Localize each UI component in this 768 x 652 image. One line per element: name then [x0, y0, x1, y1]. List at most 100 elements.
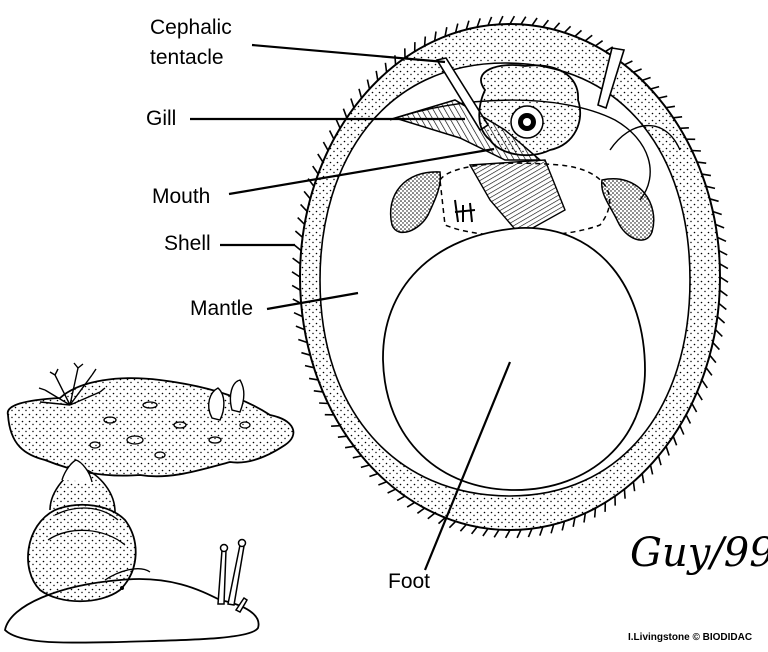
shell-spine [657, 455, 662, 466]
shell-spine [335, 119, 341, 129]
shell-spine [297, 217, 306, 225]
shell-spine [304, 364, 315, 369]
shell-spine [712, 210, 722, 216]
shell-spine [454, 23, 459, 33]
shell-spine [294, 230, 304, 238]
shell-spine [563, 25, 572, 34]
shell-spine [709, 354, 717, 364]
shell-spine [319, 402, 329, 405]
shell-spine [322, 141, 329, 151]
shell-spine [542, 19, 550, 28]
label-cephalic-tentacle-line2: tentacle [150, 46, 224, 69]
label-shell: Shell [164, 232, 211, 255]
shell-spine [516, 529, 522, 539]
shell-spine [696, 391, 703, 401]
image-credit: I.Livingstone © BIODIDAC [628, 632, 753, 643]
shell-spine [701, 173, 712, 177]
shell-spine [487, 16, 493, 26]
shell-spine [498, 15, 504, 25]
shell-spine [718, 249, 728, 256]
leader-lines [190, 43, 512, 571]
shell-spine [697, 161, 707, 164]
shell-spine [714, 329, 723, 337]
shell-spine [493, 529, 500, 538]
shell-spine [369, 472, 379, 478]
shell-spine [291, 271, 301, 278]
artist-signature: Guy/99 [630, 530, 768, 576]
shell-spine [584, 34, 593, 42]
shell-spine [312, 165, 319, 175]
shell-spine [719, 263, 729, 270]
shell-spine [715, 223, 725, 229]
shell-spine [574, 29, 583, 37]
shell-spine [719, 276, 729, 283]
shell-spine [308, 377, 319, 381]
shell-spine [470, 526, 478, 535]
shell-spine [553, 22, 561, 31]
shell-spine [423, 36, 427, 46]
shell-spine [459, 523, 467, 532]
shell-spine [301, 351, 311, 356]
shell-spine [712, 341, 720, 351]
shell-spine [527, 528, 533, 538]
shell-spine [593, 508, 597, 518]
shell-spine [387, 488, 396, 494]
shell-spine [705, 185, 716, 190]
shell-spine [672, 435, 678, 446]
label-gill: Gill [146, 107, 177, 130]
shell-spine [583, 513, 587, 523]
shell-spine [482, 528, 489, 537]
shell-spine [665, 105, 676, 109]
shell-spine [300, 203, 308, 213]
land-snail-illustration [4, 459, 260, 644]
shell-spine [531, 17, 538, 26]
shell-spine [331, 424, 341, 427]
shell-spine [509, 15, 516, 25]
shell-spine [352, 455, 362, 459]
shell-spine [350, 98, 355, 108]
shell-spine [650, 85, 660, 90]
radula-sketch [454, 199, 476, 223]
shell-spine [295, 325, 305, 331]
label-mantle: Mantle [190, 297, 254, 320]
shell-spine [719, 289, 728, 297]
shell-spine [649, 464, 654, 475]
label-mouth: Mouth [152, 185, 211, 208]
foot-drawing [382, 227, 646, 491]
shell-spine [701, 379, 708, 389]
shell-spine [317, 153, 324, 163]
label-cephalic-tentacle-line1: Cephalic [150, 16, 232, 39]
shell-spine [337, 435, 347, 438]
shell-spine [679, 127, 689, 130]
shell-spine [406, 501, 416, 508]
shell-spine [293, 311, 303, 318]
shell-spine [716, 316, 726, 324]
shell-spine [313, 390, 323, 393]
shell-spine [709, 198, 719, 203]
shell-spine [633, 68, 642, 74]
leader-cephalic-tentacle [251, 43, 446, 64]
shell-spine [366, 79, 371, 90]
shell-spine [292, 257, 301, 265]
shell-spine [448, 520, 457, 529]
shell-spine [427, 512, 436, 520]
shell-spine [623, 489, 626, 499]
shell-spine [375, 70, 379, 81]
shell-spine [342, 108, 348, 119]
nudibranch-illustration [6, 362, 295, 478]
shell-spine [658, 95, 668, 99]
leader-mantle [266, 291, 359, 311]
shell-spine [378, 480, 387, 486]
leader-mouth [228, 147, 495, 196]
shell-spine [624, 60, 633, 66]
shell-spine [291, 284, 301, 291]
shell-spine [641, 473, 645, 484]
shell-spine [437, 517, 446, 525]
shell-spine [465, 20, 470, 30]
label-foot: Foot [388, 570, 431, 593]
shell-spine [344, 445, 355, 449]
shell-spine [691, 403, 698, 413]
snout-mouth [478, 64, 582, 157]
shell-spine [539, 526, 544, 536]
shell-spine [303, 190, 311, 200]
